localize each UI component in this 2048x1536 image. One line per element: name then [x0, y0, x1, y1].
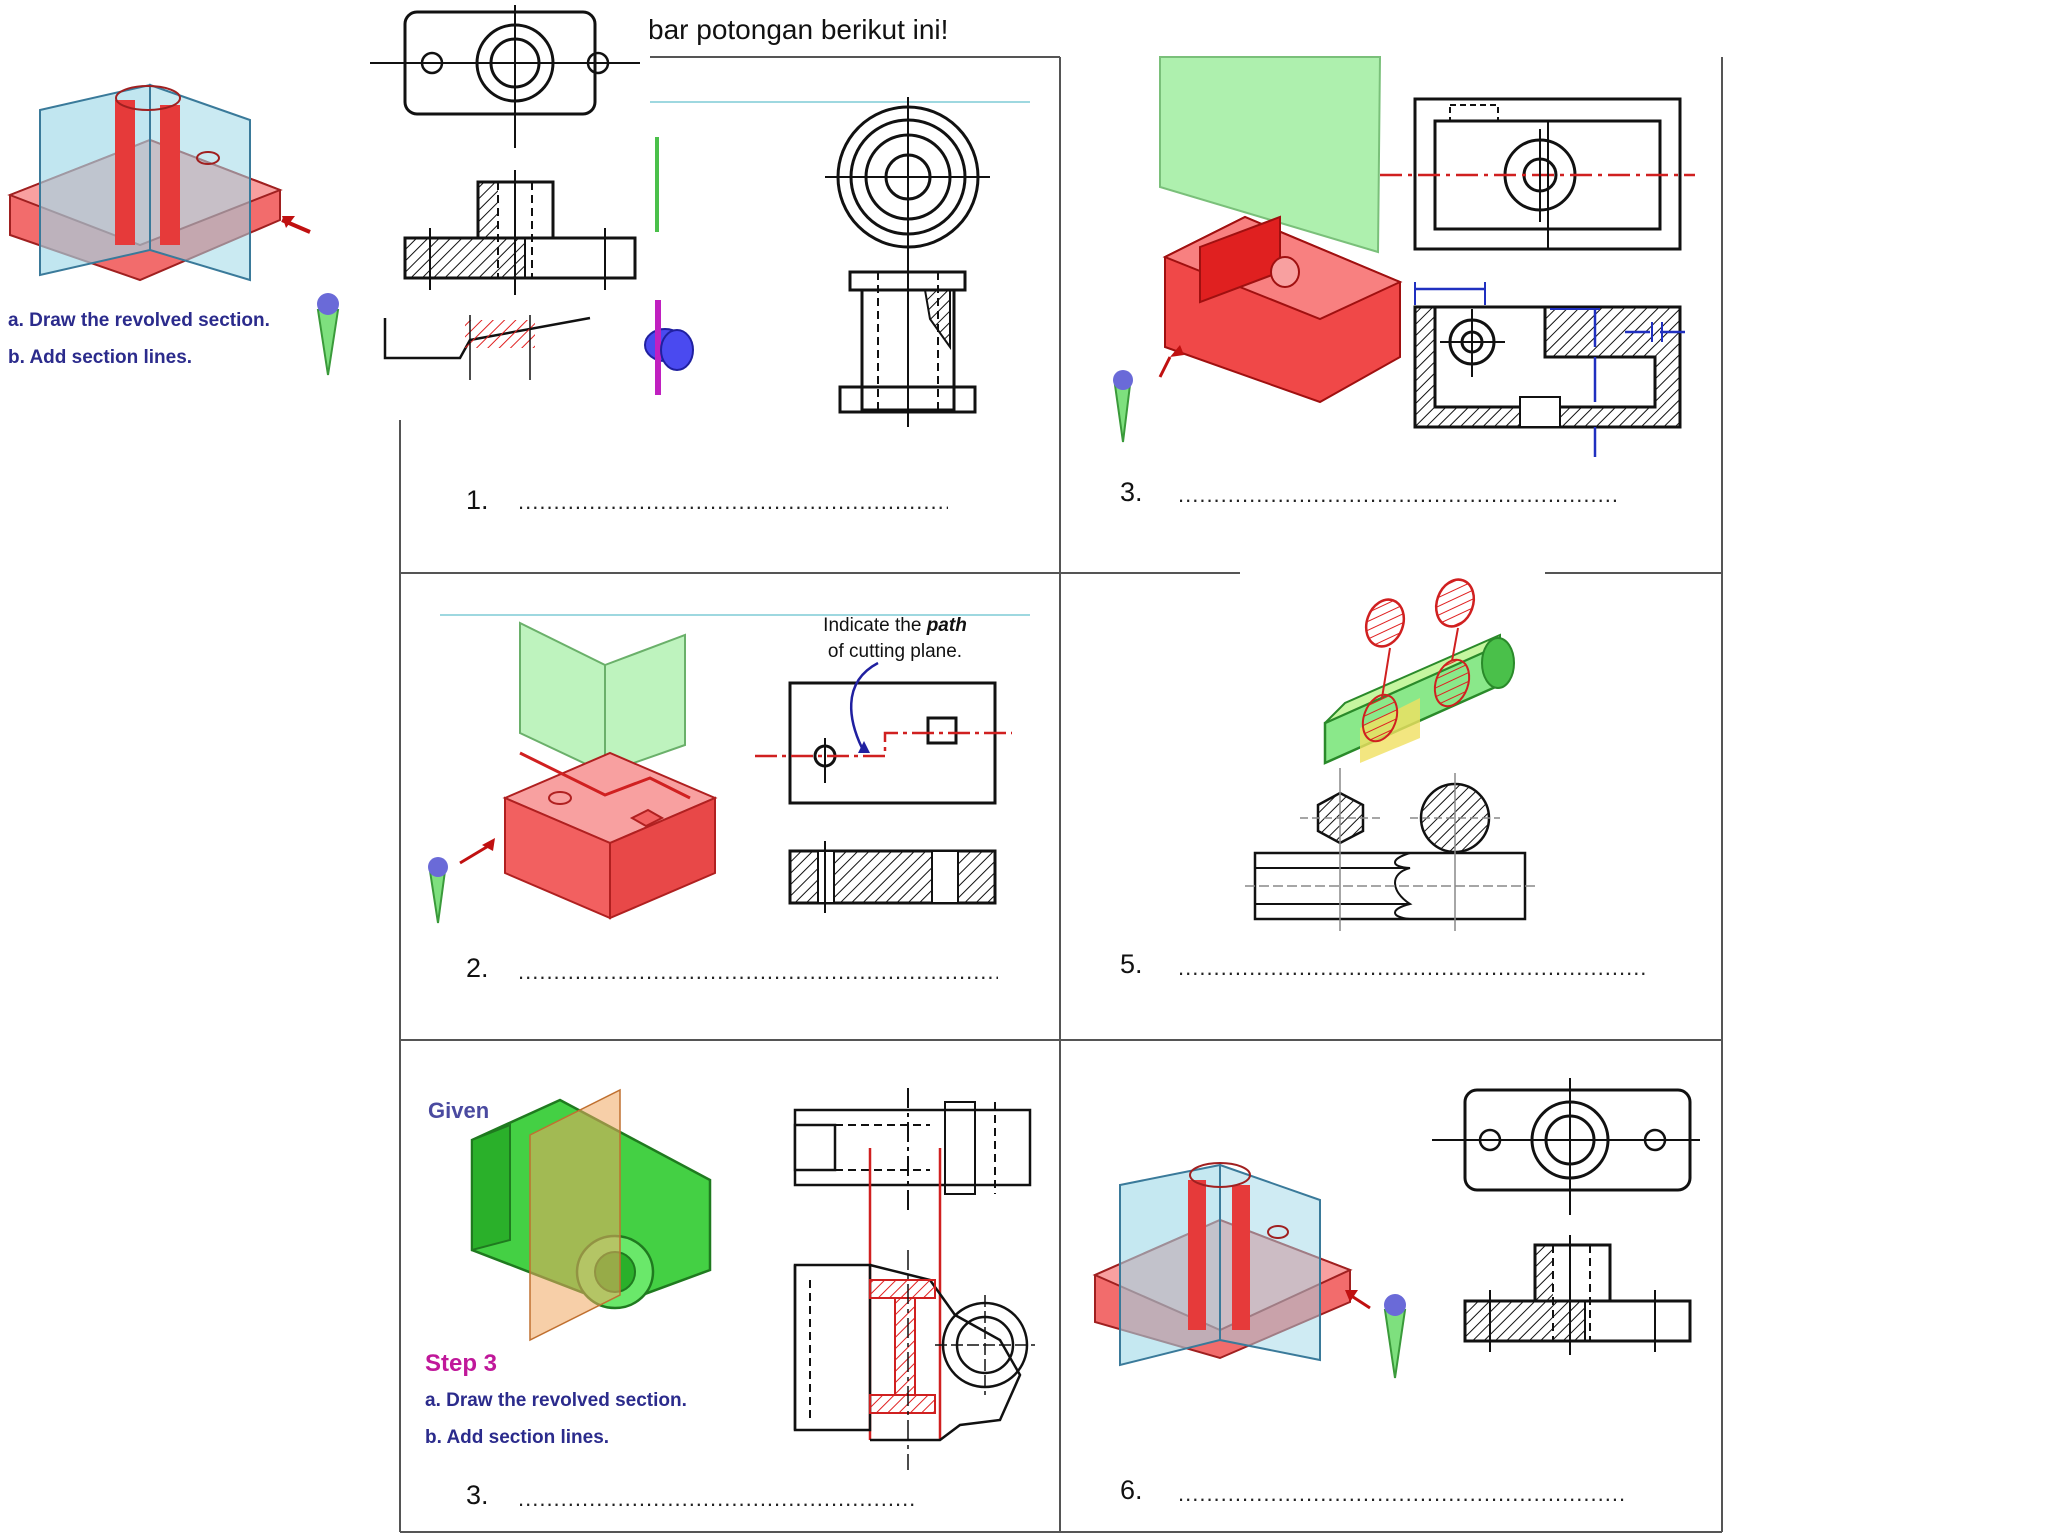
cell-3-bottom-step-label: Step 3 — [425, 1350, 498, 1377]
cell-6-answer-line[interactable]: ........................................… — [1178, 1481, 1628, 1506]
cell-3-bottom-drawing — [470, 1088, 1035, 1470]
cell-5: 5. .....................................… — [1060, 573, 1722, 1040]
cell-1-number: 1. — [466, 485, 489, 515]
cell-5-answer-line[interactable]: ........................................… — [1178, 955, 1648, 980]
overlay-snippet-left: a. Draw the revolved section. b. Add sec… — [0, 70, 340, 390]
cell-3-top-drawing — [1113, 56, 1695, 457]
cell-1: 1. .....................................… — [400, 57, 1060, 573]
cell-3-bottom-instruction-a: a. Draw the revolved section. — [425, 1390, 687, 1411]
cell-2-note-line1: Indicate the — [823, 615, 922, 636]
cell-3-bottom-instruction-b: b. Add section lines. — [425, 1427, 610, 1448]
cell-2-note: Indicate the path of cutting plane. — [795, 613, 995, 665]
cell-3-bottom: Given Step 3 a. Draw the revolved sectio… — [400, 1040, 1060, 1532]
cell-2-note-emphasis: path — [926, 615, 967, 636]
cell-5-drawing — [1245, 578, 1535, 931]
cell-3-bottom-given-label: Given — [428, 1098, 490, 1123]
cell-3-top: 3. .....................................… — [1060, 56, 1722, 573]
cell-1-answer-line[interactable]: ........................................… — [518, 489, 948, 514]
overlay-instruction-a: a. Draw the revolved section. — [8, 310, 270, 331]
cell-6-number: 6. — [1120, 1475, 1143, 1505]
cell-6-drawing — [1092, 1078, 1700, 1379]
cell-2: Indicate the path of cutting plane. 2. .… — [400, 573, 1060, 1040]
cell-5-number: 5. — [1120, 949, 1143, 979]
cell-2-drawing — [428, 614, 1030, 924]
cell-2-note-line2: of cutting plane. — [827, 641, 963, 662]
cell-3-bottom-answer-line[interactable]: ........................................… — [518, 1486, 918, 1511]
worksheet-title: bar potongan berikut ini! — [648, 14, 949, 45]
cell-2-number: 2. — [466, 953, 489, 983]
cell-3-top-answer-line[interactable]: ........................................… — [1178, 482, 1618, 507]
overlay-instruction-b: b. Add section lines. — [8, 347, 193, 368]
overlay-iso-drawing — [7, 83, 340, 376]
cell-2-answer-line[interactable]: ........................................… — [518, 959, 998, 984]
cell-1-drawing — [650, 97, 1030, 427]
cell-3-top-number: 3. — [1120, 477, 1143, 507]
cell-3-bottom-number: 3. — [466, 1480, 489, 1510]
cell-6: 6. .....................................… — [1060, 1040, 1722, 1532]
overlay-blue-pin — [655, 300, 694, 395]
